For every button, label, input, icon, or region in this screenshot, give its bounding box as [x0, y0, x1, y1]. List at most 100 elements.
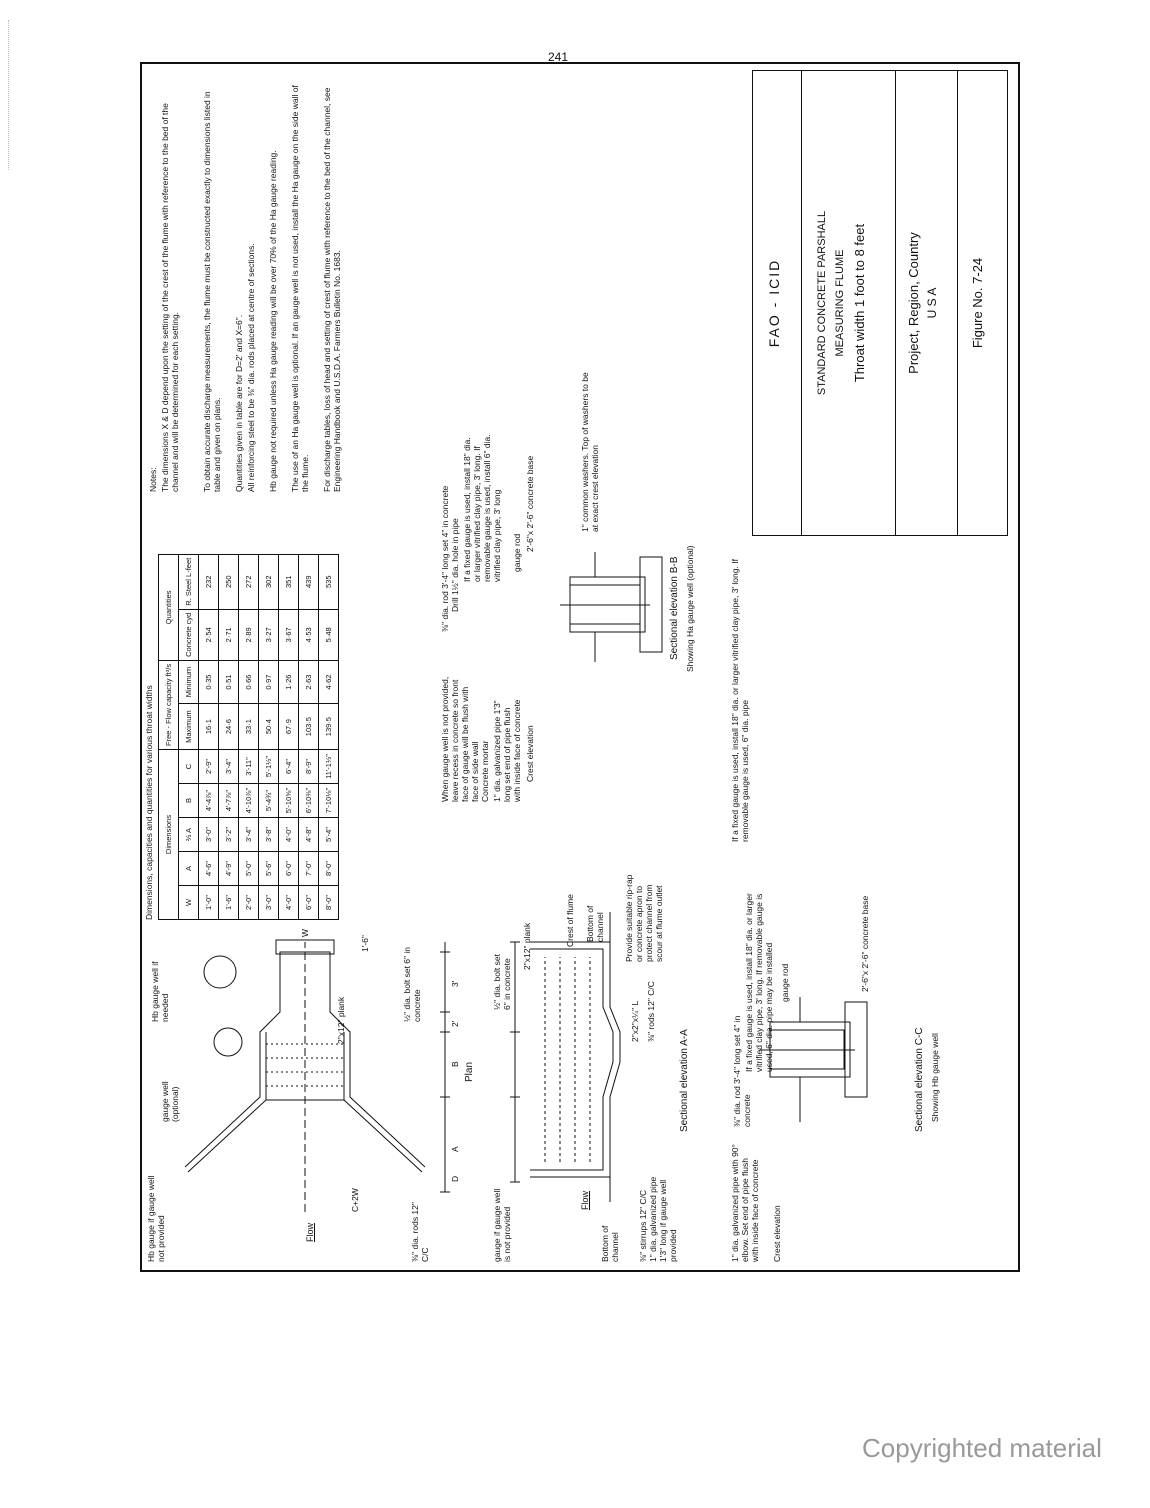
table-header-cell: R. Steel L-feet — [178, 554, 199, 610]
table-header-cell: Maximum — [178, 703, 199, 750]
table-header-cell: ⅔ A — [178, 817, 199, 852]
margin-line — [8, 20, 10, 170]
title-block-title-row: STANDARD CONCRETE PARSHALL MEASURING FLU… — [801, 71, 896, 535]
bb-label-fixed-gauge: If a fixed gauge is used, install 18" di… — [462, 432, 502, 582]
title-block: FAO - ICID STANDARD CONCRETE PARSHALL ME… — [752, 70, 1008, 536]
plan-label-gauge-well-optional: gauge well (optional) — [160, 1078, 180, 1122]
table-cell: 4'-4⅞" — [198, 783, 219, 818]
table-cell: 8'-9" — [298, 749, 319, 784]
table-cell: 5'-1½" — [258, 749, 279, 784]
bb-label-no-well: When gauge well is not provided, leave r… — [440, 674, 480, 802]
table-title: Dimensions, capacities and quantities fo… — [144, 685, 154, 920]
table-cell: 4·53 — [298, 609, 319, 661]
table-cell: 4·62 — [318, 660, 339, 704]
table-cell: 4'-7⅞" — [218, 783, 239, 818]
table-cell: 33·1 — [238, 703, 259, 750]
title-block-line1: STANDARD CONCRETE PARSHALL — [816, 210, 828, 396]
copyright-watermark: Copyrighted material — [862, 1433, 1102, 1463]
plan-dim-side: 1'-6" — [360, 935, 370, 952]
plan-dim-three: 3' — [450, 980, 460, 987]
table-cell: 2'-9" — [198, 749, 219, 784]
table-cell: 250 — [218, 554, 239, 610]
note-item: The use of an Ha gauge well is optional.… — [290, 82, 310, 492]
table-cell: 3'-0" — [258, 885, 279, 920]
table-header-cell: C — [178, 749, 199, 784]
table-cell: 0·35 — [198, 660, 219, 704]
plan-label-rods: ⅜" dia. rods 12" C/C — [410, 1199, 430, 1262]
drawing-sheet: Hb gauge if gauge well not provided gaug… — [140, 62, 1020, 1272]
table-cell: 24·6 — [218, 703, 239, 750]
bb-label-gauge-rod: gauge rod — [512, 533, 522, 572]
table-cell: 1·26 — [278, 660, 299, 704]
table-cell: 67·9 — [278, 703, 299, 750]
table-cell: 11'-1½" — [318, 749, 339, 784]
table-cell: 4'-6" — [198, 851, 219, 886]
title-block-country: U S A — [925, 287, 939, 319]
plan-dim-two: 2' — [450, 1020, 460, 1027]
table-header-cell: Minimum — [178, 660, 199, 704]
aa-label-riprap: Provide suitable rip-rap or concrete apr… — [624, 872, 664, 962]
drawing-lineart — [184, 552, 868, 1212]
table-cell: 3·27 — [258, 609, 279, 661]
bb-label-washers: 1" common washers. Top of washers to be … — [580, 369, 600, 532]
table-cell: 2·63 — [298, 660, 319, 704]
aa-label-rods: ⅜" rods 12" C/C — [646, 981, 656, 1042]
table-cell: 5·48 — [318, 609, 339, 661]
page-number: 241 — [548, 50, 569, 64]
table-cell: 3'-8" — [258, 817, 279, 852]
table-cell: 232 — [198, 554, 219, 610]
table-header-cell: B — [178, 783, 199, 818]
cc-label-gauge-rod: gauge rod — [780, 963, 790, 1002]
table-cell: 7'-0" — [298, 851, 319, 886]
table-cell: 4'-0" — [278, 885, 299, 920]
table-header-cell: A — [178, 851, 199, 886]
plan-dim-d: D — [450, 1175, 460, 1182]
table-cell: 6'-0" — [298, 885, 319, 920]
title-block-org-row: FAO - ICID — [753, 71, 802, 535]
table-cell: 6'-10⅜" — [298, 783, 319, 818]
table-cell: 4'-9" — [218, 851, 239, 886]
aa-label-angle: 2"x2"x¼" L — [630, 1000, 640, 1042]
table-cell: 1'-6" — [218, 885, 239, 920]
aa-label-plank: 2"x12" plank — [522, 922, 532, 970]
cc-label-base: 2'-6"x 2'-6" concrete base — [860, 895, 870, 992]
note-item: Hb gauge not required unless Ha gauge re… — [268, 150, 278, 492]
table-cell: 5'-10⅝" — [278, 783, 299, 818]
note-item: To obtain accurate discharge measurement… — [202, 88, 222, 492]
notes-heading: Notes: — [148, 467, 158, 492]
plan-label-flow: Flow — [305, 1222, 315, 1242]
table-cell: 3'-0" — [198, 817, 219, 852]
aa-label-gauge-not-provided: gauge if gauge well is not provided — [492, 1186, 512, 1262]
table-cell: 50·4 — [258, 703, 279, 750]
table-group-quantities: Quantities — [158, 554, 179, 661]
section-cc-drawing — [760, 997, 868, 1122]
table-cell: 3'-11" — [238, 749, 259, 784]
table-group-capacity: Free - Flow capacity ft³/s — [158, 660, 179, 750]
plan-label-hb-gauge-well: Hb gauge well if needed — [150, 959, 170, 1022]
plan-dim-a: A — [450, 1146, 460, 1152]
plan-dim-w: W — [300, 928, 310, 937]
table-cell: 439 — [298, 554, 319, 610]
bb-label-drill: Drill 1½" dia. hole in pipe — [450, 518, 460, 612]
table-cell: 6'-4" — [278, 749, 299, 784]
table-cell: 3·67 — [278, 609, 299, 661]
bb-label-crest: Crest elevation — [525, 725, 535, 782]
plan-label-c2w: C+2W — [350, 1188, 360, 1212]
bb-label-rod: ⅜" dia. rod 3'-4" long set 4" in concret… — [440, 485, 450, 632]
table-cell: 5'-0" — [238, 851, 259, 886]
table-cell: 272 — [238, 554, 259, 610]
plan-label-bolt: ½" dia. bolt set 6" in concrete — [402, 944, 422, 1022]
plan-label-hb-gauge: Hb gauge if gauge well not provided — [146, 1173, 166, 1262]
aa-label-stirrups: ⅜" stirrups 12" C/C — [638, 1189, 648, 1262]
table-cell: 6'-0" — [278, 851, 299, 886]
table-cell: 2'-0" — [238, 885, 259, 920]
table-cell: 5'-4¾" — [258, 783, 279, 818]
table-header-cell: Concrete cyd — [178, 609, 199, 661]
plan-label-plank: 2"x12" plank — [336, 996, 346, 1044]
